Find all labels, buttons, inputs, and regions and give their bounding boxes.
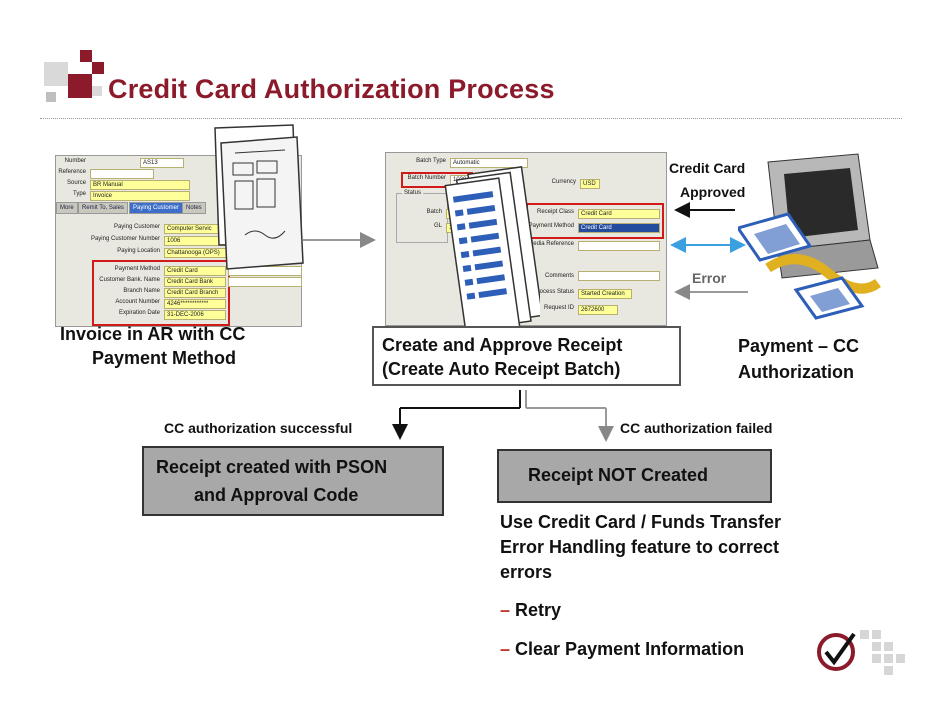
media-reference-label: Media Reference (528, 241, 574, 247)
checkmark-icon (817, 630, 905, 675)
error-label: Error (692, 270, 727, 286)
failed-branch-label: CC authorization failed (620, 420, 773, 436)
paying-customer-label: Paying Customer (113, 224, 160, 230)
bullet-clear-payment: – Clear Payment Information (500, 637, 744, 661)
computer-terminal-icon (738, 153, 881, 320)
comments-label: Comments (544, 273, 574, 279)
payment-caption-line1: Payment – CC (738, 336, 860, 356)
bullet-dash: – (500, 639, 511, 659)
customer-bank-field[interactable]: Credit Card Bank (164, 277, 226, 287)
ar-type-label: Type (72, 191, 86, 197)
error-handling-line3: errors (500, 562, 553, 582)
batch-number-label: Batch Number (407, 175, 446, 181)
cc-approved-line1: Credit Card (669, 160, 746, 176)
request-id-field[interactable]: 2672600 (578, 305, 618, 315)
tab-notes[interactable]: Notes (182, 202, 206, 214)
payment-caption-line2: Authorization (738, 362, 854, 382)
ar-reference-field[interactable] (90, 169, 154, 179)
batch-label: Batch (426, 209, 442, 215)
media-reference-field[interactable] (578, 241, 660, 251)
error-handling-line2: Error Handling feature to correct (500, 537, 780, 557)
invoice-caption-line1: Invoice in AR with CC (60, 324, 246, 344)
expiration-date-label: Expiration Date (118, 310, 160, 316)
paying-location-label: Paying Location (117, 248, 160, 254)
invoice-document-icon (214, 124, 304, 270)
status-label: Status (402, 190, 424, 196)
receipt-created-box (142, 446, 444, 516)
ar-number-label: Number (64, 158, 86, 164)
receipt-created-line2: and Approval Code (194, 485, 359, 505)
receipt-created-line1: Receipt created with PSON (156, 457, 388, 477)
bullet-retry: – Retry (500, 598, 561, 622)
bullet-dash: – (500, 600, 511, 620)
account-number-field[interactable]: 4246************ (164, 299, 226, 309)
ar-payment-method-field[interactable]: Credit Card (164, 266, 226, 276)
ar-reference-label: Reference (58, 169, 86, 175)
batch-type-field[interactable]: Automatic (450, 158, 528, 168)
receipt-payment-method-field[interactable]: Credit Card (578, 223, 660, 233)
receipt-not-created-label: Receipt NOT Created (528, 465, 709, 485)
tab-more[interactable]: More (56, 202, 78, 214)
ar-extra-field-2 (228, 277, 302, 287)
currency-label: Currency (551, 179, 576, 185)
process-status-field[interactable]: Started Creation (578, 289, 632, 299)
cc-approved-line2: Approved (680, 184, 746, 200)
ar-source-field[interactable]: BR Manual (90, 180, 190, 190)
ar-source-label: Source (66, 180, 86, 186)
comments-field[interactable] (578, 271, 660, 281)
currency-field[interactable]: USD (580, 179, 600, 189)
ar-payment-method-label: Payment Method (114, 266, 160, 272)
invoice-caption-line2: Payment Method (92, 348, 237, 368)
bullet-retry-text: Retry (515, 600, 562, 620)
account-number-label: Account Number (115, 299, 160, 305)
request-id-label: Request ID (543, 305, 574, 311)
bullet-clear-payment-text: Clear Payment Information (515, 639, 745, 659)
payment-details-highlight (92, 260, 230, 326)
create-receipt-line1: Create and Approve Receipt (382, 335, 623, 355)
branch-name-label: Branch Name (123, 288, 160, 294)
receipt-class-label: Receipt Class (536, 209, 574, 215)
paying-customer-number-label: Paying Customer Number (90, 236, 160, 242)
process-status-label: Process Status (533, 289, 574, 295)
receipt-not-created-box (497, 449, 772, 503)
page-title: Credit Card Authorization Process (108, 74, 555, 104)
ar-type-field[interactable]: Invoice (90, 191, 190, 201)
title-divider (40, 118, 902, 119)
gl-label: GL (433, 223, 442, 229)
receipt-payment-method-label: Payment Method (528, 223, 574, 229)
success-branch-label: CC authorization successful (164, 420, 353, 436)
customer-bank-label: Customer Bank. Name (99, 277, 160, 283)
tab-remit-to[interactable]: Remit To, Sales (78, 202, 128, 214)
create-receipt-box (372, 326, 681, 386)
error-handling-line1: Use Credit Card / Funds Transfer (500, 512, 782, 532)
receipt-class-field[interactable]: Credit Card (578, 209, 660, 219)
receipt-stack-icon (444, 166, 540, 330)
expiration-date-field[interactable]: 31-DEC-2006 (164, 310, 226, 320)
branch-name-field[interactable]: Credit Card Branch (164, 288, 226, 298)
create-receipt-line2: (Create Auto Receipt Batch) (382, 359, 621, 379)
ar-number-field[interactable]: AS13 (140, 158, 184, 168)
batch-type-label: Batch Type (416, 158, 446, 164)
